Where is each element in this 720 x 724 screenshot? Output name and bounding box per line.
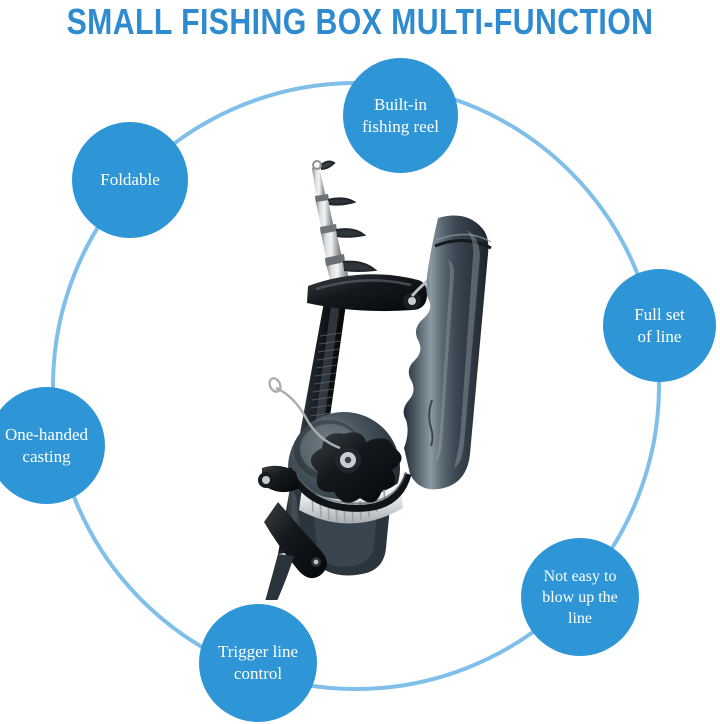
bubble-trigger-line-control[interactable]: Trigger line control [199,604,317,722]
bubble-label: Built-in fishing reel [362,94,439,136]
bubble-foldable[interactable]: Foldable [72,122,188,238]
page-title: SMALL FISHING BOX MULTI-FUNCTION [66,1,654,42]
bubble-built-in-fishing-reel[interactable]: Built-in fishing reel [343,58,458,173]
product-image [258,160,492,600]
line-clip [268,377,341,450]
trigger-lever [258,465,327,579]
bubble-label: Full set of line [634,304,685,346]
star-drag-knob [310,432,402,503]
bubble-label: One-handed casting [4,424,89,466]
handle-case [403,215,492,490]
bubble-label: Not easy to blow up the line [542,567,618,627]
folding-rod-arm [307,274,428,312]
bubble-full-set-of-line[interactable]: Full set of line [603,269,716,382]
bubble-label: Trigger line control [217,642,299,683]
rod-guides [312,160,378,272]
reel-frame-band-highlight [291,465,407,505]
reel-frame-band [286,466,412,512]
bubble-label: Foldable [100,170,160,189]
rod-butt [265,554,294,600]
bubble-not-easy-to-blow-up-the-line[interactable]: Not easy to blow up the line [521,538,639,656]
bubble-one-handed-casting[interactable]: One-handed casting [0,387,105,504]
